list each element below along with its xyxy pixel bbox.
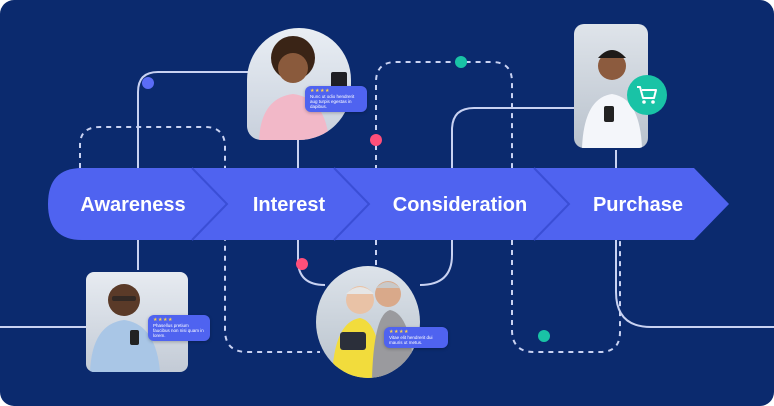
review-text: Nunc ut odio hendrerit aug turpis egesta… <box>310 94 355 109</box>
review-bubble: ★★★★ Phasellus pretium faucibus non nisi… <box>148 315 210 341</box>
path-dot-pink <box>296 258 308 270</box>
stage-arrow <box>48 167 729 241</box>
path-dot-teal <box>455 56 467 68</box>
photo-woman-shopping <box>247 28 351 140</box>
path-dot-blue <box>142 77 154 89</box>
path-dot-teal <box>538 330 550 342</box>
stage-label-purchase: Purchase <box>593 194 683 216</box>
path-dot-pink <box>370 134 382 146</box>
stage-label-consideration: Consideration <box>393 194 527 216</box>
review-bubble: ★★★★ Nunc ut odio hendrerit aug turpis e… <box>305 86 367 112</box>
photo-couple-tablet <box>316 266 420 378</box>
rating-stars-icon: ★★★★ <box>389 329 409 335</box>
shopping-cart-icon <box>627 75 667 115</box>
stage-label-interest: Interest <box>253 194 326 216</box>
review-text: Vitae elit hendrerit dui mauris ut metus… <box>389 335 433 345</box>
rating-stars-icon: ★★★★ <box>310 88 330 94</box>
rating-stars-icon: ★★★★ <box>153 317 173 323</box>
review-text: Phasellus pretium faucibus non nisi quam… <box>153 323 204 338</box>
stage-label-awareness: Awareness <box>80 194 185 216</box>
review-bubble: ★★★★ Vitae elit hendrerit dui mauris ut … <box>384 327 448 348</box>
